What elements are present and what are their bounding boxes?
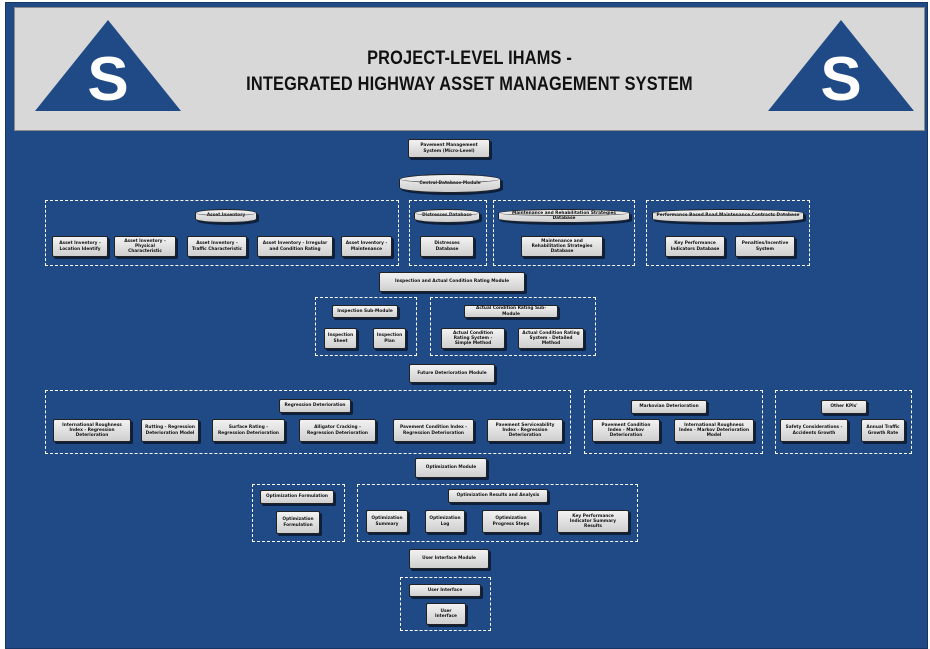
logo-left-letter: S bbox=[87, 45, 128, 113]
node-opt-progress[interactable]: Optimization Progress Steps bbox=[482, 510, 540, 533]
node-mr-strategies-header[interactable]: Maintenance and Rehabilitation Strategie… bbox=[498, 209, 630, 223]
group-inspection bbox=[315, 297, 417, 356]
page-title: PROJECT-LEVEL IHAMS - INTEGRATED HIGHWAY… bbox=[225, 46, 714, 98]
node-opt-formulation[interactable]: Optimization Formulation bbox=[276, 511, 320, 534]
logo-right-icon: S bbox=[768, 20, 914, 113]
node-iri-regression[interactable]: International Roughness Index - Regressi… bbox=[53, 419, 131, 442]
group-distresses bbox=[409, 200, 487, 266]
node-opt-log[interactable]: Optimization Log bbox=[425, 510, 465, 533]
node-asset-traffic[interactable]: Asset Inventory - Traffic Characteristic bbox=[187, 236, 247, 257]
node-central-database-module[interactable]: Central Database Module bbox=[399, 174, 501, 193]
node-optimization-module[interactable]: Optimization Module bbox=[415, 458, 487, 478]
node-inspection-plan[interactable]: Inspection Plan bbox=[373, 328, 406, 349]
node-psi-regression[interactable]: Pavement Serviceability Index - Regressi… bbox=[487, 419, 563, 442]
logo-left-icon: S bbox=[35, 20, 181, 113]
group-actual-condition bbox=[430, 297, 596, 356]
node-pci-regression[interactable]: Pavement Condition Index - Regression De… bbox=[393, 419, 474, 442]
logo-right-letter: S bbox=[820, 45, 861, 113]
node-distresses-database[interactable]: Distresses Database bbox=[420, 236, 474, 257]
group-pbrm bbox=[646, 200, 810, 266]
node-iri-markov[interactable]: International Roughness Index - Markov D… bbox=[674, 419, 754, 442]
node-kpi-database[interactable]: Key Performance Indicators Database bbox=[665, 236, 725, 257]
node-asset-irregular[interactable]: Asset Inventory - Irregular and Conditio… bbox=[257, 236, 333, 257]
node-rutting-regression[interactable]: Rutting - Regression Deterioration Model bbox=[141, 419, 199, 442]
node-mr-strategies[interactable]: Maintenance and Rehabilitation Strategie… bbox=[521, 236, 603, 257]
node-penalties-incentive[interactable]: Penalties/Incentive System bbox=[735, 236, 795, 257]
title-line-2: INTEGRATED HIGHWAY ASSET MANAGEMENT SYST… bbox=[246, 74, 693, 95]
node-pci-markov[interactable]: Pavement Condition Index - Markov Deteri… bbox=[592, 419, 660, 442]
group-opt-formulation bbox=[252, 484, 345, 542]
node-asset-location[interactable]: Asset Inventory - Location Identify bbox=[52, 236, 108, 257]
title-line-1: PROJECT-LEVEL IHAMS - bbox=[367, 48, 572, 69]
node-future-deterioration-module[interactable]: Future Deterioration Module bbox=[409, 364, 495, 383]
group-regression bbox=[45, 390, 571, 454]
group-user-interface bbox=[400, 577, 491, 631]
group-asset-inventory bbox=[45, 200, 399, 266]
node-user-interface[interactable]: User Interface bbox=[426, 603, 466, 625]
group-opt-results bbox=[357, 484, 638, 542]
node-safety-considerations[interactable]: Safety Considerations - Accidents Growth bbox=[780, 419, 848, 442]
node-asset-physical[interactable]: Asset Inventory - Physical Characteristi… bbox=[114, 236, 176, 257]
node-kpi-summary[interactable]: Key Performance Indicator Summary Result… bbox=[557, 510, 629, 533]
node-user-interface-module[interactable]: User Interface Module bbox=[409, 549, 489, 569]
node-opt-summary[interactable]: Optimization Summary bbox=[366, 510, 408, 533]
node-user-interface-header[interactable]: User Interface bbox=[409, 584, 481, 597]
title-banner: S PROJECT-LEVEL IHAMS - INTEGRATED HIGHW… bbox=[14, 7, 925, 131]
group-markovian bbox=[584, 390, 763, 454]
node-inspection-sheet[interactable]: Inspection Sheet bbox=[324, 328, 357, 349]
node-asset-inventory[interactable]: Asset Inventory bbox=[195, 209, 257, 223]
node-alligator-cracking[interactable]: Alligator Cracking - Regression Deterior… bbox=[299, 419, 376, 442]
node-surface-rating[interactable]: Surface Rating - Regression Deterioratio… bbox=[212, 419, 285, 442]
node-distresses-db-header[interactable]: Distresses Database bbox=[414, 209, 480, 223]
node-asset-maintenance[interactable]: Asset Inventory - Maintenance bbox=[341, 236, 392, 257]
group-mr-strategies bbox=[493, 200, 635, 266]
node-pavement-management-system[interactable]: Pavement Management System (Micro-Level) bbox=[408, 139, 490, 158]
node-other-kpis[interactable]: Other KPIs' bbox=[821, 400, 867, 414]
node-inspection-module[interactable]: Inspection and Actual Condition Rating M… bbox=[379, 272, 525, 292]
node-opt-formulation-header[interactable]: Optimization Formulation bbox=[260, 490, 334, 504]
node-pbrm-header[interactable]: Performance Based Road Maintenance Contr… bbox=[652, 209, 804, 223]
node-regression-deterioration[interactable]: Regression Deterioration bbox=[279, 399, 351, 413]
node-traffic-growth[interactable]: Annual Traffic Growth Rate bbox=[861, 419, 905, 442]
node-actual-condition-submodule[interactable]: Actual Condition Rating Sub-Module bbox=[464, 305, 558, 318]
node-markovian-deterioration[interactable]: Markovian Deterioration bbox=[631, 400, 707, 414]
node-inspection-submodule[interactable]: Inspection Sub-Module bbox=[332, 305, 398, 318]
node-simple-method[interactable]: Actual Condition Rating System - Simple … bbox=[441, 328, 505, 349]
node-opt-results[interactable]: Optimization Results and Analysis bbox=[448, 489, 548, 503]
group-other-kpis bbox=[775, 390, 912, 454]
node-detailed-method[interactable]: Actual Condition Rating System - Detaile… bbox=[518, 328, 584, 349]
